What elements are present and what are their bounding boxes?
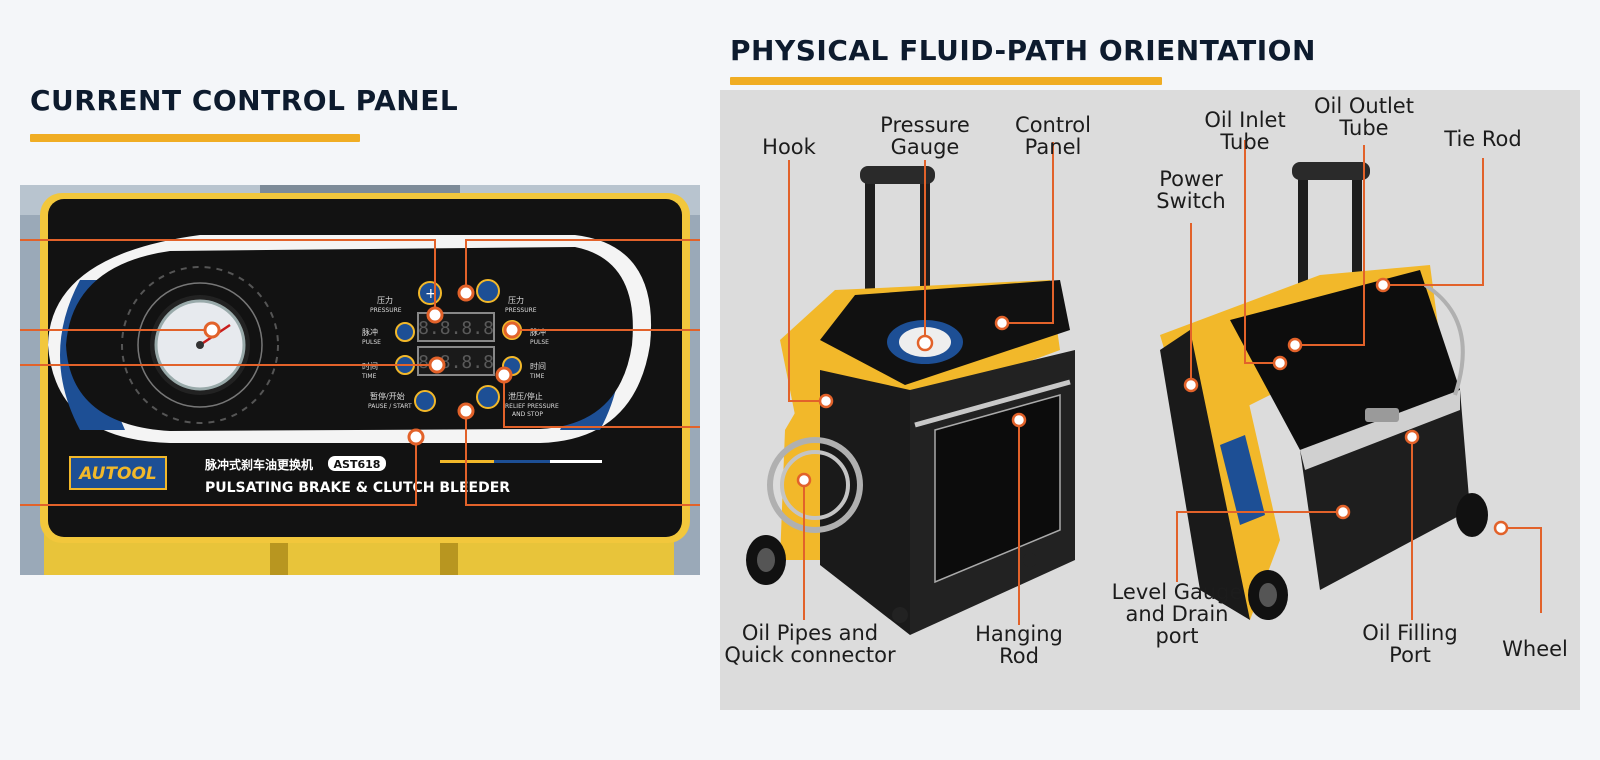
diagram-labels: Hook Pressure Gauge Control Panel Oil In…	[724, 94, 1568, 668]
label-wheel: Wheel	[1502, 637, 1568, 661]
autool-logo: AUTOOL	[77, 464, 157, 484]
btn-start-en: PAUSE / START	[368, 403, 412, 410]
brand-strip: AUTOOL 脉冲式刹车油更换机 AST618 PULSATING BRAKE …	[69, 456, 602, 496]
product-name-en: PULSATING BRAKE & CLUTCH BLEEDER	[205, 480, 510, 496]
btn-stop-en2: AND STOP	[512, 411, 543, 418]
label-oil-inlet-tube: Oil Inlet	[1204, 108, 1285, 132]
btn-pulse-cn: 脉冲	[362, 327, 378, 337]
label-oil-pipes: Quick connector	[724, 643, 896, 667]
label-power-switch: Switch	[1156, 189, 1225, 213]
label-level-gauge: and Drain	[1125, 602, 1228, 626]
btn-stop-en: RELIEF PRESSURE	[505, 403, 559, 410]
btn-pressure-cn: 压力	[377, 295, 393, 305]
btn-pressure-en: PRESSURE	[505, 307, 537, 314]
label-oil-filling-port: Port	[1389, 643, 1431, 667]
label-level-gauge: port	[1155, 624, 1198, 648]
label-pressure-gauge: Gauge	[891, 135, 960, 159]
label-oil-filling-port: Oil Filling	[1362, 621, 1457, 645]
label-oil-outlet-tube: Tube	[1338, 116, 1388, 140]
label-level-gauge: Level Gauge	[1112, 580, 1243, 604]
btn-time-en: TIME	[529, 373, 545, 380]
btn-pressure-en: PRESSURE	[370, 307, 402, 314]
fluid-path-diagram: Hook Pressure Gauge Control Panel Oil In…	[720, 90, 1580, 710]
svg-text:+: +	[425, 286, 437, 302]
product-name-cn: 脉冲式刹车油更换机	[204, 457, 313, 472]
label-oil-outlet-tube: Oil Outlet	[1314, 94, 1414, 118]
btn-time-cn: 时间	[530, 361, 546, 371]
label-control-panel: Control	[1015, 113, 1091, 137]
label-control-panel: Panel	[1025, 135, 1082, 159]
label-oil-pipes: Oil Pipes and	[742, 621, 878, 645]
label-pressure-gauge: Pressure	[880, 113, 970, 137]
model-badge: AST618	[334, 458, 381, 471]
label-hook: Hook	[762, 135, 816, 159]
diagram-callout-lines	[788, 140, 1542, 625]
btn-pulse-en: PULSE	[362, 339, 381, 346]
label-power-switch: Power	[1159, 167, 1223, 191]
heading-underline	[730, 77, 1162, 85]
btn-pulse-cn: 脉冲	[530, 327, 546, 337]
diagram-callout-markers	[796, 277, 1509, 536]
btn-start-cn: 暂停/开始	[370, 391, 405, 401]
label-hanging-rod: Rod	[999, 644, 1039, 668]
machine-front-view	[746, 166, 1075, 635]
control-panel-heading: CURRENT CONTROL PANEL	[30, 84, 459, 117]
fluid-path-heading: PHYSICAL FLUID-PATH ORIENTATION	[730, 34, 1316, 67]
callout-markers	[203, 284, 521, 446]
label-hanging-rod: Hanging	[975, 622, 1063, 646]
control-panel-photo: + 压力 PRESSURE 脉冲 PULSE 时间 TIME 暂停/开始 PAU…	[20, 185, 700, 575]
label-tie-rod: Tie Rod	[1443, 127, 1521, 151]
btn-pressure-cn: 压力	[508, 295, 524, 305]
btn-stop-cn: 泄压/停止	[508, 391, 543, 401]
heading-underline	[30, 134, 360, 142]
label-oil-inlet-tube: Tube	[1219, 130, 1269, 154]
btn-pulse-en: PULSE	[530, 339, 549, 346]
btn-time-en: TIME	[361, 373, 377, 380]
callout-lines	[20, 239, 700, 506]
